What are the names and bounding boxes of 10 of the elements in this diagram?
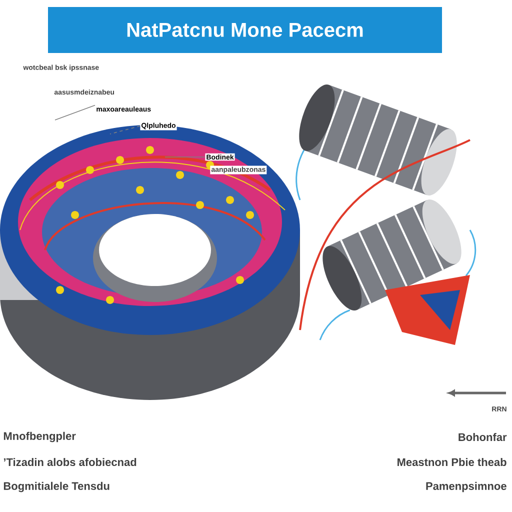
label-text: ’Tizadin alobs afobiecnad — [2, 456, 138, 468]
leader-line — [164, 156, 206, 158]
title-banner: NatPatcnu Mone Pacecm — [48, 7, 442, 53]
label-text: Bogmitialele Tensdu — [2, 480, 111, 494]
label-text: Bohonfar — [456, 432, 508, 442]
leader-line — [54, 104, 96, 120]
label-text: Meastnon Pbie theab — [396, 456, 508, 468]
leader-line — [110, 126, 140, 134]
label-text: Mnofbengpler — [2, 430, 77, 444]
label-text: Pamenpsimnoe — [424, 480, 508, 494]
